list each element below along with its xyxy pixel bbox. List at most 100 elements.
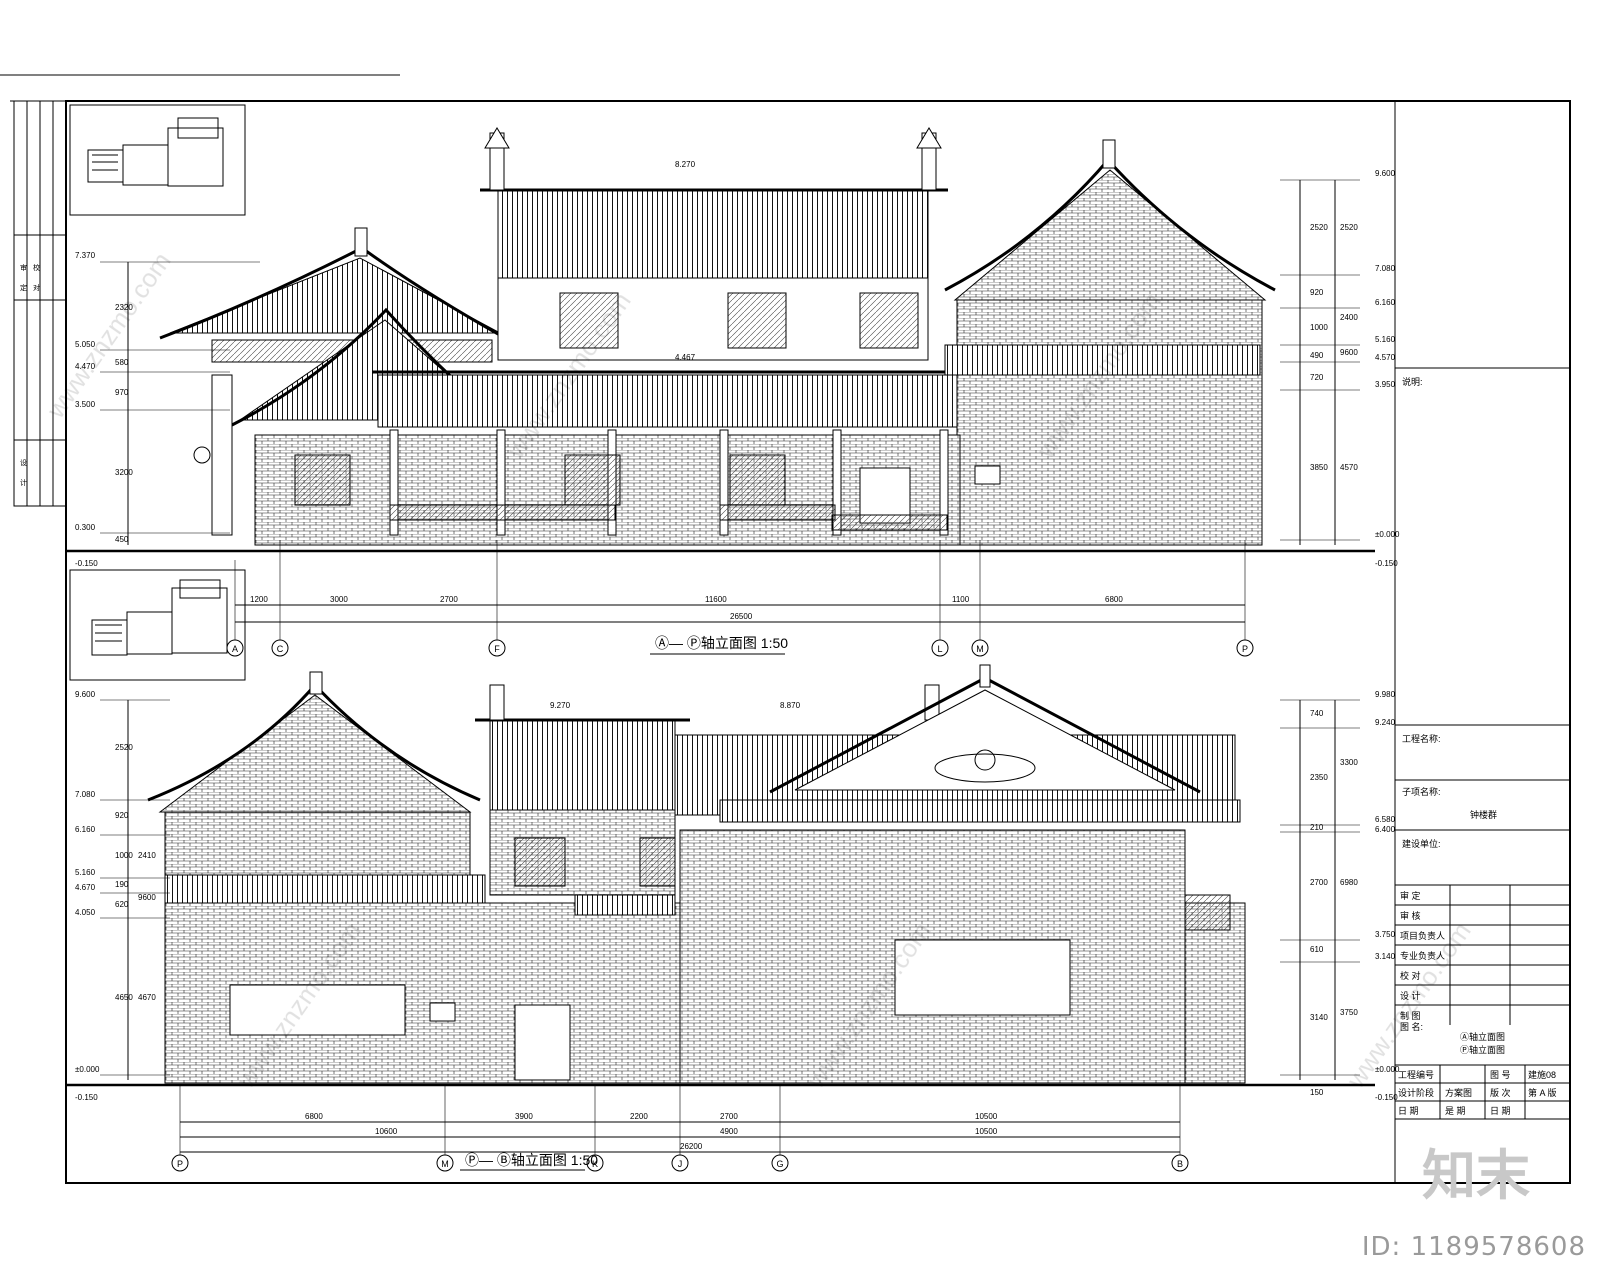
level-label: 0.300 [75,523,96,532]
level-label: ±0.000 [1375,1065,1400,1074]
sign-row: 制 图 [1400,1010,1421,1021]
dim-label: 2700 [1310,878,1328,887]
meta-cell: 第 A 版 [1528,1087,1557,1098]
drawing-item: Ⓐ轴立面图 [1460,1031,1505,1042]
dim-label: 490 [1310,351,1324,360]
dim-label: 3900 [515,1112,533,1121]
level-label: 5.050 [75,340,96,349]
dim-label: 2400 [1340,313,1358,322]
strip-label-2: 定 [20,283,27,292]
dim-label: 4650 [115,993,133,1002]
level-label: 7.370 [75,251,96,260]
axis-label: J [678,1159,683,1169]
dim-label: 11600 [705,595,727,604]
dim-label: 9600 [138,893,156,902]
dim-label: 10500 [975,1112,998,1121]
meta-cell: 日 期 [1490,1106,1511,1116]
dim-label: 2520 [115,743,133,752]
axis-label: G [776,1159,783,1169]
dim-label: 3200 [115,468,133,477]
axis-label: P [1242,644,1248,654]
strip-label-1: 审 [20,263,27,272]
id-label: ID: 1189578608 [1361,1232,1586,1262]
level-label: 9.980 [1375,690,1396,699]
dim-label: 4900 [720,1127,738,1136]
dim-label: 1200 [250,595,268,604]
meta-cell: 日 期 [1398,1106,1419,1116]
dim-label: 970 [115,388,129,397]
dim-label: 3850 [1310,463,1328,472]
dim-label: 3300 [1340,758,1358,767]
dim-label: 6800 [1105,595,1123,604]
drawing-label: 图 名: [1400,1021,1423,1032]
dim-label: 2410 [138,851,156,860]
level-label: 7.080 [1375,264,1396,273]
dim-label: 190 [115,880,129,889]
level-label: -0.150 [1375,1093,1398,1102]
level-label: 5.160 [1375,335,1396,344]
dim-label: 2350 [1310,773,1328,782]
level-label: 5.160 [75,868,96,877]
bottom-elevation-title: Ⓟ— Ⓑ轴立面图 1:50 [465,1152,598,1168]
level-label: 3.500 [75,400,96,409]
axis-label: C [277,644,284,654]
meta-cell: 版 次 [1490,1087,1511,1098]
level-label: ±0.000 [75,1065,100,1074]
height-mark: 9.270 [550,701,571,710]
dim-label: 740 [1310,709,1324,718]
dim-label: 1000 [115,851,133,860]
meta-cell: 方案图 [1445,1087,1472,1098]
bottom-axis-markers [171,1154,1189,1172]
strip-label-4: 计 [20,478,27,487]
height-mark: 4.467 [675,353,696,362]
level-label: 6.160 [1375,298,1396,307]
left-signature-strip: 审 定 设 计 校 对 [13,100,67,507]
bottom-axis-labels: P M K J G B [177,1159,1183,1169]
level-label: 7.080 [75,790,96,799]
dim-label: 210 [1310,823,1324,832]
project-label: 工程名称: [1402,733,1441,744]
top-elevation-title: Ⓐ— Ⓟ轴立面图 1:50 [655,635,788,651]
strip-label-6: 对 [33,283,40,292]
sub-value: 钟楼群 [1470,809,1497,820]
level-label: ±0.000 [1375,530,1400,539]
dim-label: 450 [115,535,129,544]
level-label: 4.050 [75,908,96,917]
dim-label: 2520 [1310,223,1328,232]
meta-cell: 图 号 [1490,1070,1511,1080]
meta-cell: 设计阶段 [1398,1087,1434,1098]
level-label: 9.600 [75,690,96,699]
sub-label: 子项名称: [1402,786,1441,797]
dim-label: 9600 [1340,348,1358,357]
dim-label: 2520 [1340,223,1358,232]
height-mark: 8.870 [780,701,801,710]
dim-label: 6800 [305,1112,323,1121]
level-label: -0.150 [75,559,98,568]
sign-row: 专业负责人 [1400,950,1445,961]
level-label: 6.580 [1375,815,1396,824]
level-label: 9.240 [1375,718,1396,727]
notes-label: 说明: [1402,376,1423,387]
dim-label: 4670 [138,993,156,1002]
level-label: -0.150 [75,1093,98,1102]
dim-label: 1000 [1310,323,1328,332]
level-label: 4.570 [1375,353,1396,362]
dim-label: 2320 [115,303,133,312]
meta-cell: 建施08 [1528,1069,1556,1080]
title-block [1394,101,1570,1183]
level-label: 9.600 [1375,169,1396,178]
meta-cell: 是 期 [1445,1106,1466,1116]
dim-label: 720 [1310,373,1324,382]
dim-label: 10500 [975,1127,998,1136]
level-label: 6.160 [75,825,96,834]
top-axis-markers [226,639,1254,657]
sign-row: 设 计 [1400,990,1421,1001]
top-elevation [66,127,1375,640]
top-axis-labels: A C F L M P [232,644,1248,654]
dim-label: 3750 [1340,1008,1358,1017]
axis-label: F [494,644,500,654]
key-plan-bottom [69,569,246,681]
dim-label: 920 [115,811,129,820]
